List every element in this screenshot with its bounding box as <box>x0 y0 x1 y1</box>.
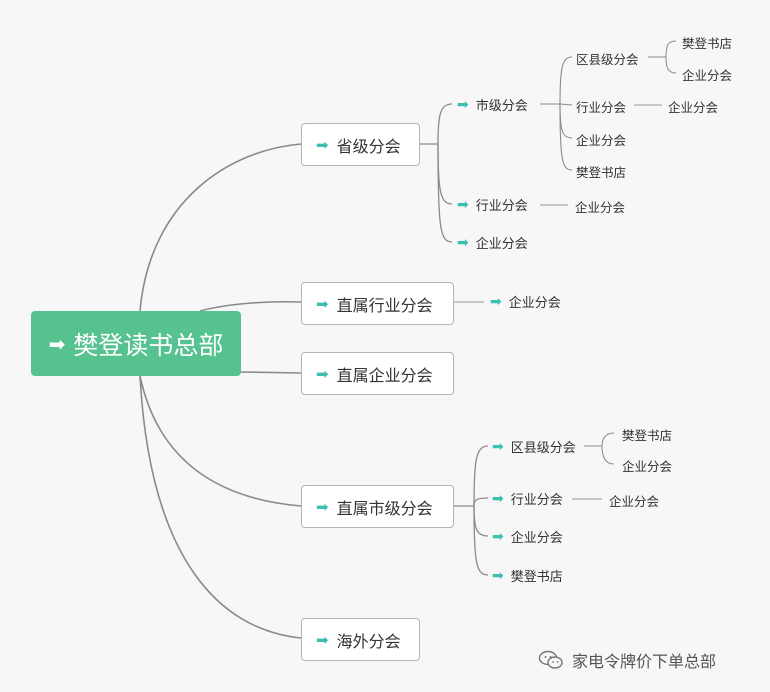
node-label: 直属市级分会 <box>336 498 433 518</box>
leaf-prov-industry-enterprise[interactable]: 企业分会 <box>575 200 626 215</box>
node-label: 市级分会 <box>475 99 528 114</box>
link-root-provincial <box>139 143 302 312</box>
leaf-dcity-industry-enterprise[interactable]: 企业分会 <box>609 494 660 509</box>
node-overseas[interactable]: ➡ 海外分会 <box>301 618 420 661</box>
node-direct-industry[interactable]: ➡ 直属行业分会 <box>301 282 454 325</box>
node-label: 企业分会 <box>475 237 528 252</box>
node-label: 企业分会 <box>510 531 563 546</box>
arrow-right-icon: ➡ <box>316 294 329 313</box>
arrow-right-icon: ➡ <box>492 528 504 545</box>
arrow-right-icon: ➡ <box>316 364 329 383</box>
link-dcity-county <box>473 445 489 507</box>
wechat-icon <box>538 650 563 669</box>
arrow-right-icon: ➡ <box>316 497 329 516</box>
node-dcity-enterprise[interactable]: ➡ 企业分会 <box>492 527 563 547</box>
node-direct-industry-enterprise[interactable]: ➡ 企业分会 <box>490 292 561 312</box>
arrow-right-icon: ➡ <box>457 96 469 113</box>
link-county2-store <box>601 432 615 447</box>
link-prov-enterprise <box>437 143 453 243</box>
node-label: 行业分会 <box>510 493 563 508</box>
link-city-enterprise <box>559 103 573 139</box>
node-label: 直属企业分会 <box>336 365 433 385</box>
arrow-right-icon: ➡ <box>492 567 504 584</box>
node-label: 行业分会 <box>475 199 528 214</box>
leaf-city-industry[interactable]: 行业分会 <box>576 100 627 115</box>
arrow-right-icon: ➡ <box>492 438 504 455</box>
arrow-right-icon: ➡ <box>490 293 502 310</box>
arrow-right-icon: ➡ <box>316 630 329 649</box>
arrow-right-icon: ➡ <box>492 490 504 507</box>
leaf-city-industry-enterprise[interactable]: 企业分会 <box>668 100 719 115</box>
link-root-overseas <box>139 375 302 639</box>
watermark-text: 家电令牌价下单总部 <box>572 652 717 671</box>
arrow-right-icon: ➡ <box>457 234 469 251</box>
link-root-direct-industry <box>199 300 302 312</box>
node-label: 樊登书店 <box>510 570 563 585</box>
node-label: 企业分会 <box>508 296 561 311</box>
node-dcity-industry[interactable]: ➡ 行业分会 <box>492 489 563 509</box>
link-root-direct-city <box>139 375 302 507</box>
leaf-county2-store[interactable]: 樊登书店 <box>622 428 673 443</box>
leaf-county2-enterprise[interactable]: 企业分会 <box>622 459 673 474</box>
leaf-county1-store[interactable]: 樊登书店 <box>682 36 733 51</box>
leaf-city-enterprise[interactable]: 企业分会 <box>576 133 627 148</box>
node-label: 省级分会 <box>336 136 401 156</box>
node-direct-city[interactable]: ➡ 直属市级分会 <box>301 485 454 528</box>
watermark: 家电令牌价下单总部 <box>538 648 716 672</box>
node-dcity-store[interactable]: ➡ 樊登书店 <box>492 566 563 586</box>
link-county1-store <box>665 40 677 58</box>
link-dcity-enterprise <box>473 505 489 537</box>
link-county1-enterprise <box>665 56 677 74</box>
node-prov-city[interactable]: ➡ 市级分会 <box>457 95 528 115</box>
leaf-city-county[interactable]: 区县级分会 <box>576 52 639 67</box>
link-city-county <box>559 56 573 105</box>
node-prov-enterprise[interactable]: ➡ 企业分会 <box>457 233 528 253</box>
node-provincial[interactable]: ➡ 省级分会 <box>301 123 420 166</box>
leaf-city-store[interactable]: 樊登书店 <box>576 165 627 180</box>
node-direct-enterprise[interactable]: ➡ 直属企业分会 <box>301 352 454 395</box>
node-label: 海外分会 <box>336 631 401 651</box>
arrow-right-icon: ➡ <box>316 135 329 154</box>
link-dcity-industry <box>473 497 489 507</box>
link-city-industry <box>559 103 573 106</box>
leaf-county1-enterprise[interactable]: 企业分会 <box>682 68 733 83</box>
arrow-right-icon: ➡ <box>48 331 66 356</box>
node-label: 直属行业分会 <box>336 295 433 315</box>
link-prov-city <box>437 103 453 145</box>
link-county2-enterprise <box>601 445 615 465</box>
link-city-store <box>559 103 573 171</box>
root-node[interactable]: ➡ 樊登读书总部 <box>31 311 241 376</box>
link-dcity-store <box>473 505 489 576</box>
node-prov-industry[interactable]: ➡ 行业分会 <box>457 195 528 215</box>
arrow-right-icon: ➡ <box>457 196 469 213</box>
link-prov-industry <box>437 143 453 205</box>
node-dcity-county[interactable]: ➡ 区县级分会 <box>492 437 576 457</box>
link-root-direct-enterprise <box>240 371 302 374</box>
node-label: 区县级分会 <box>510 441 576 456</box>
root-label: 樊登读书总部 <box>73 330 224 360</box>
